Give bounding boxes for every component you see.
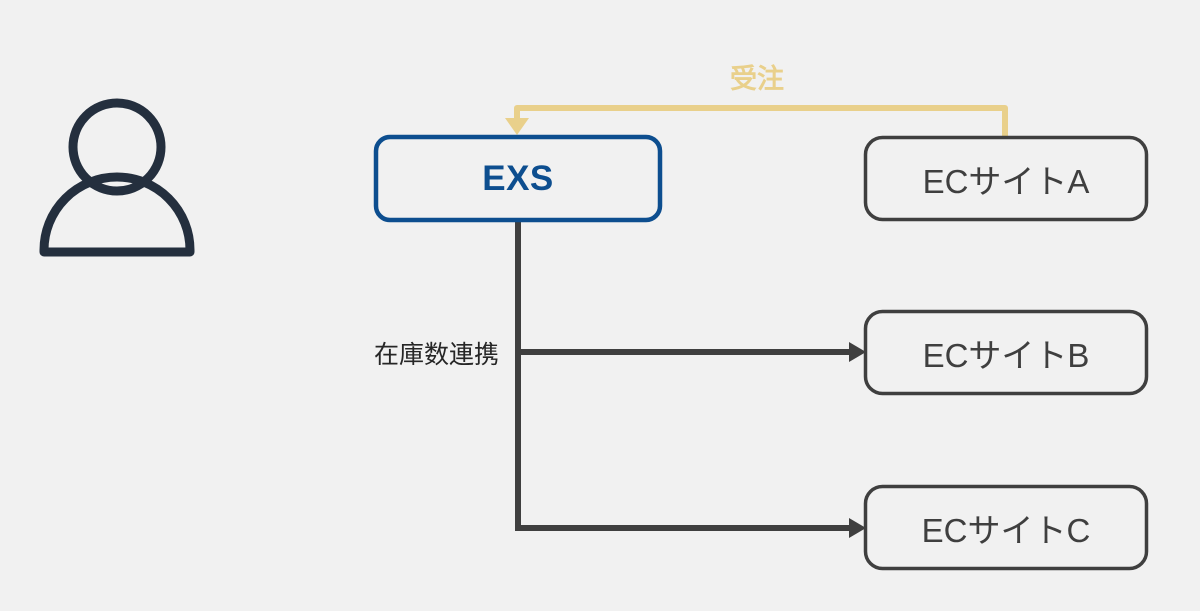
person-icon bbox=[39, 98, 195, 257]
node-exs-box[interactable] bbox=[373, 134, 663, 223]
node-ec-site-b-box[interactable] bbox=[863, 309, 1149, 396]
node-ec-site-c-box[interactable] bbox=[863, 484, 1149, 571]
stock-edge-path bbox=[515, 222, 866, 538]
order-edge-path bbox=[505, 105, 1008, 136]
node-ec-site-a-box[interactable] bbox=[863, 135, 1149, 222]
